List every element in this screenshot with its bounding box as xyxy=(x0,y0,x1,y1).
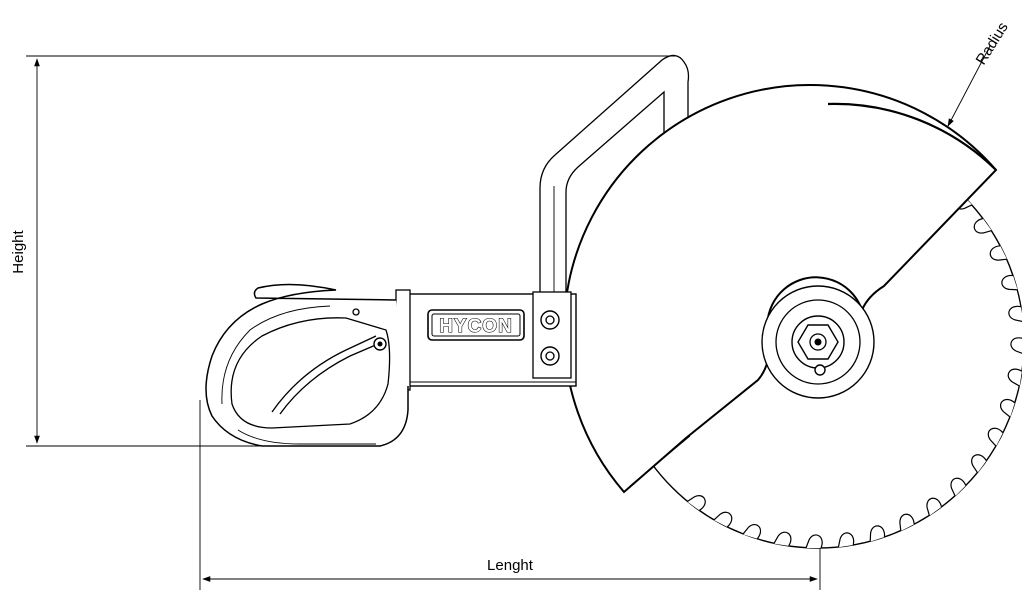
blade-tooth xyxy=(805,534,823,549)
blade-tooth xyxy=(971,454,987,474)
rear-handle-grip xyxy=(230,317,391,429)
radius-label: Radius xyxy=(973,19,1012,68)
blade-tooth xyxy=(1007,368,1022,387)
blade-tooth xyxy=(999,398,1016,418)
top-handle xyxy=(539,54,690,300)
brand-plate xyxy=(427,309,525,341)
mount-screw-bottom-inner xyxy=(545,351,555,361)
radius-leader-arrow xyxy=(947,45,991,127)
blade-tooth xyxy=(837,532,855,548)
blade-guard xyxy=(563,84,998,494)
height-label: Height xyxy=(10,229,27,273)
spindle-bolt xyxy=(814,338,822,346)
spindle-flange-inner xyxy=(775,299,861,385)
blade-tooth xyxy=(713,511,733,528)
blade-tooth xyxy=(899,513,915,532)
spindle-pin xyxy=(814,364,826,376)
trigger-lever xyxy=(271,335,377,413)
rear-handle-outer xyxy=(205,283,409,447)
trigger-lever-edge xyxy=(279,343,379,415)
blade-tooth xyxy=(926,497,943,516)
mount-screw-bottom xyxy=(540,346,560,366)
blade-tooth xyxy=(869,525,886,542)
top-handle-inner xyxy=(565,90,665,300)
mount-screw-top xyxy=(540,310,560,330)
trigger-pivot-center xyxy=(377,341,383,347)
blade-tooth xyxy=(742,523,762,540)
brand-logo: HYCON xyxy=(439,316,513,337)
blade-tooth xyxy=(686,495,706,511)
blade-tooth xyxy=(773,531,792,547)
handle-screw xyxy=(352,308,360,316)
blade-tooth xyxy=(973,217,992,234)
rear-handle xyxy=(205,283,409,447)
blade-teeth xyxy=(686,173,1022,549)
rear-handle-inner xyxy=(221,305,331,405)
top-handle-outer xyxy=(539,54,690,300)
saw-body: HYCON xyxy=(395,289,577,391)
blade-guard-rim xyxy=(827,102,997,171)
spindle-assembly xyxy=(761,285,875,399)
blade-tooth xyxy=(987,427,1004,447)
blade-tooth xyxy=(989,245,1008,261)
blade-guard-lip xyxy=(629,435,691,487)
mount-screw-top-inner xyxy=(545,315,555,325)
blade-guard-shell xyxy=(563,84,998,494)
blade-tooth xyxy=(950,477,967,497)
blade-tooth xyxy=(1008,305,1022,322)
blade-tooth xyxy=(1010,337,1022,354)
handle-bottom-rim xyxy=(237,429,376,445)
brand-plate-inner xyxy=(431,313,521,337)
blade-tooth xyxy=(1001,274,1018,291)
spindle-center xyxy=(809,333,827,351)
length-label: Lenght xyxy=(487,557,534,574)
